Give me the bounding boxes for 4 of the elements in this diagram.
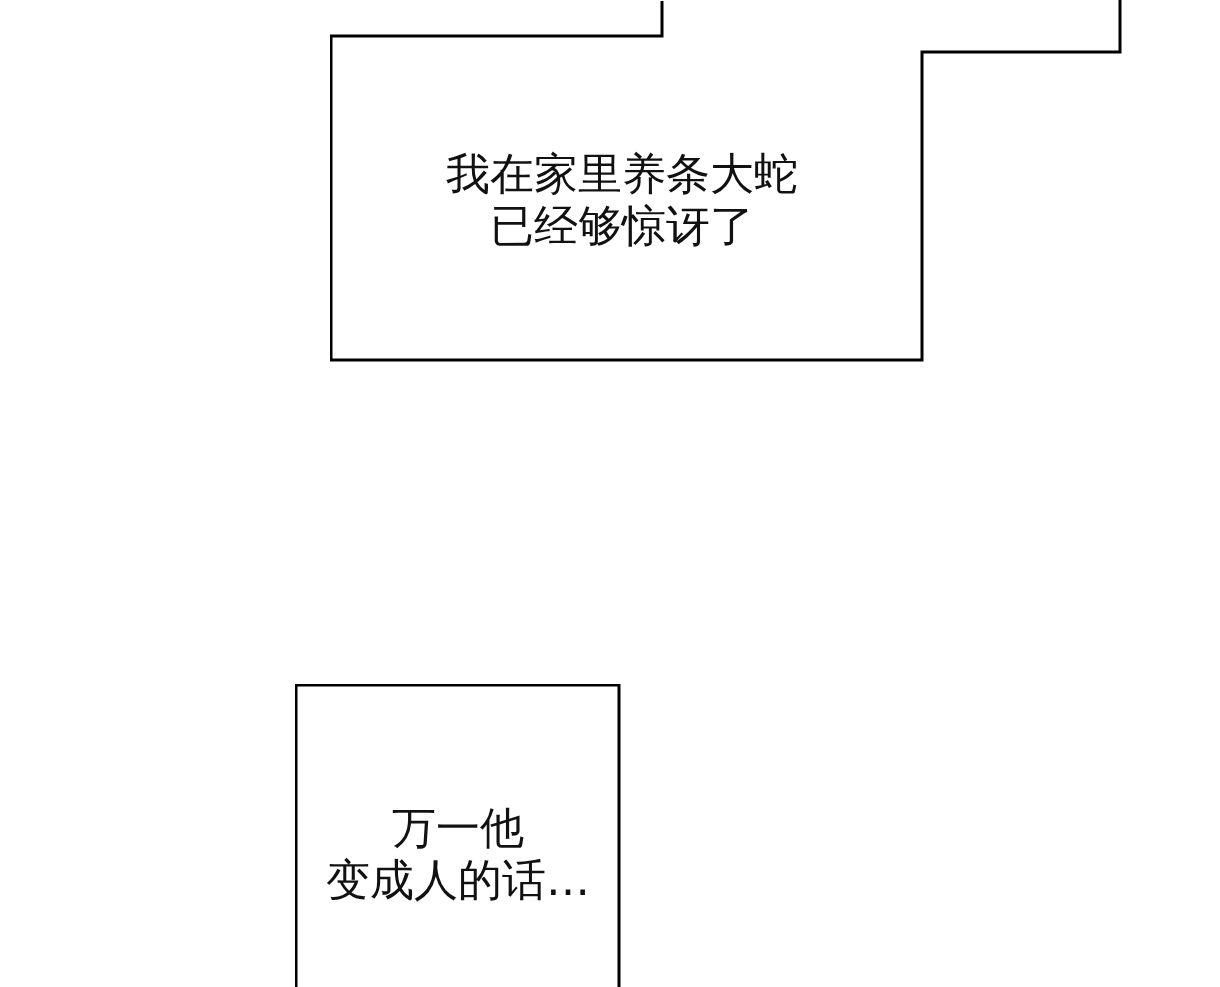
dialogue-text: 万一他变成人的话… — [325, 802, 591, 906]
speech-panel — [295, 684, 621, 987]
speech-panel — [330, 0, 1122, 362]
dialogue-text: 我在家里养条大蛇已经够惊讶了 — [445, 148, 799, 252]
